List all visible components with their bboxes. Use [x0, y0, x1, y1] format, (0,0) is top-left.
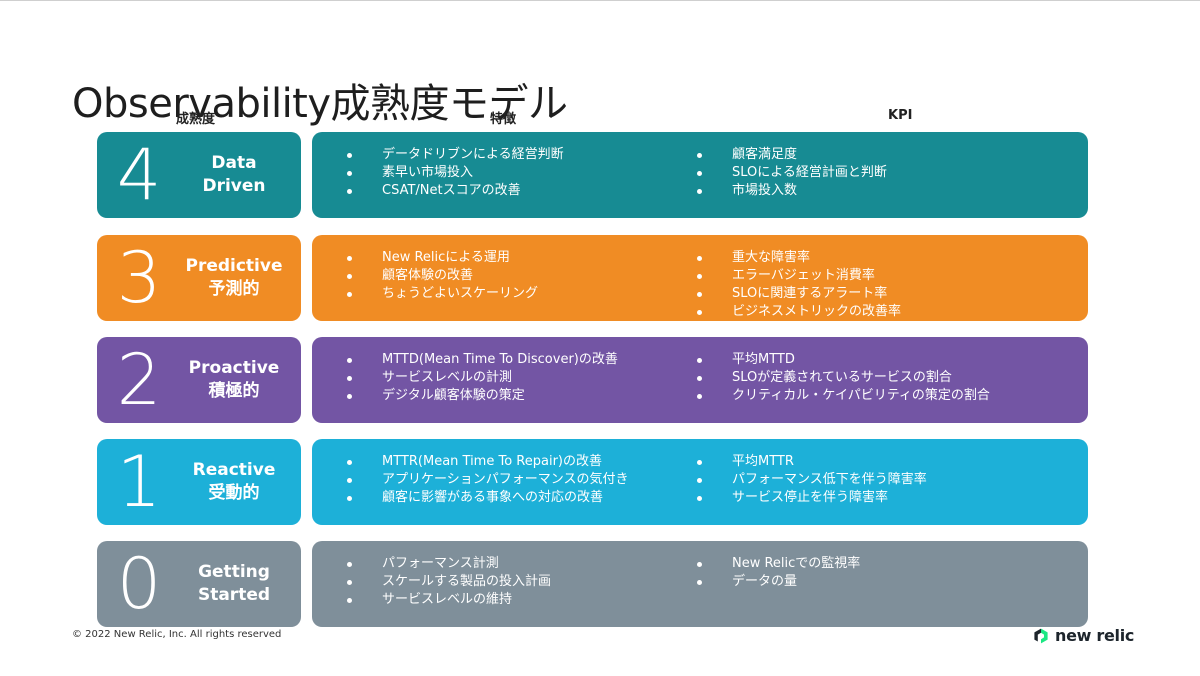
- feature-list: New Relicによる運用顧客体験の改善ちょうどよいスケーリング: [346, 249, 538, 303]
- kpi-item: 市場投入数: [696, 182, 887, 200]
- kpi-item: 平均MTTR: [696, 453, 927, 471]
- level-number: 1: [116, 441, 162, 523]
- feature-item: 顧客体験の改善: [346, 267, 538, 285]
- level-number: 3: [116, 237, 162, 319]
- feature-item: CSAT/Netスコアの改善: [346, 182, 564, 200]
- level-detail-panel: MTTR(Mean Time To Repair)の改善アプリケーションパフォー…: [312, 439, 1088, 525]
- kpi-item: SLOに関連するアラート率: [696, 285, 901, 303]
- new-relic-logo-text: new relic: [1055, 626, 1135, 645]
- level-label-line: 受動的: [208, 483, 260, 503]
- feature-item: サービスレベルの計測: [346, 369, 618, 387]
- level-badge: 2 Proactive 積極的: [97, 337, 301, 423]
- kpi-item: ビジネスメトリックの改善率: [696, 303, 901, 321]
- top-divider: [0, 0, 1200, 1]
- page-title: Observability成熟度モデル: [72, 80, 568, 127]
- column-header-level: 成熟度: [176, 112, 216, 127]
- feature-list: パフォーマンス計測スケールする製品の投入計画サービスレベルの維持: [346, 555, 551, 609]
- kpi-item: 顧客満足度: [696, 146, 887, 164]
- feature-item: MTTR(Mean Time To Repair)の改善: [346, 453, 628, 471]
- kpi-item: サービス停止を伴う障害率: [696, 489, 927, 507]
- feature-item: ちょうどよいスケーリング: [346, 285, 538, 303]
- column-header-kpi: KPI: [888, 108, 913, 123]
- level-label: Predictive 予測的: [163, 235, 305, 321]
- level-label-line: Driven: [202, 176, 266, 196]
- feature-list: MTTR(Mean Time To Repair)の改善アプリケーションパフォー…: [346, 453, 628, 507]
- level-label-line: Data: [211, 153, 257, 173]
- level-label-line: Reactive: [192, 460, 276, 480]
- feature-item: アプリケーションパフォーマンスの気付き: [346, 471, 628, 489]
- maturity-row: 3 Predictive 予測的 New Relicによる運用顧客体験の改善ちょうどよ…: [97, 235, 1088, 321]
- level-number: 0: [116, 543, 162, 625]
- kpi-item: エラーバジェット消費率: [696, 267, 901, 285]
- kpi-item: New Relicでの監視率: [696, 555, 860, 573]
- level-label-line: Started: [197, 585, 271, 605]
- kpi-list: New Relicでの監視率データの量: [696, 555, 860, 591]
- feature-item: パフォーマンス計測: [346, 555, 551, 573]
- feature-item: 顧客に影響がある事象への対応の改善: [346, 489, 628, 507]
- kpi-item: データの量: [696, 573, 860, 591]
- level-label: Proactive 積極的: [163, 337, 305, 423]
- feature-item: データドリブンによる経営判断: [346, 146, 564, 164]
- level-label-line: Proactive: [188, 358, 280, 378]
- level-detail-panel: MTTD(Mean Time To Discover)の改善サービスレベルの計測…: [312, 337, 1088, 423]
- copyright-footer: © 2022 New Relic, Inc. All rights reserv…: [72, 629, 282, 640]
- kpi-item: SLOが定義されているサービスの割合: [696, 369, 990, 387]
- kpi-item: 重大な障害率: [696, 249, 901, 267]
- level-label: Reactive 受動的: [163, 439, 305, 525]
- level-number: 2: [116, 339, 162, 421]
- level-detail-panel: New Relicによる運用顧客体験の改善ちょうどよいスケーリング 重大な障害率エ…: [312, 235, 1088, 321]
- feature-item: デジタル顧客体験の策定: [346, 387, 618, 405]
- new-relic-logo-icon: [1034, 628, 1048, 643]
- level-badge: 1 Reactive 受動的: [97, 439, 301, 525]
- level-badge: 3 Predictive 予測的: [97, 235, 301, 321]
- maturity-row: 2 Proactive 積極的 MTTD(Mean Time To Discover)…: [97, 337, 1088, 423]
- level-detail-panel: パフォーマンス計測スケールする製品の投入計画サービスレベルの維持 New Reli…: [312, 541, 1088, 627]
- maturity-row: 1 Reactive 受動的 MTTR(Mean Time To Repair)の改善…: [97, 439, 1088, 525]
- kpi-item: SLOによる経営計画と判断: [696, 164, 887, 182]
- feature-item: 素早い市場投入: [346, 164, 564, 182]
- level-label-line: 予測的: [208, 279, 260, 299]
- kpi-item: 平均MTTD: [696, 351, 990, 369]
- level-label-line: Getting: [198, 562, 270, 582]
- kpi-item: クリティカル・ケイパビリティの策定の割合: [696, 387, 990, 405]
- feature-item: サービスレベルの維持: [346, 591, 551, 609]
- level-label-line: 積極的: [208, 381, 260, 401]
- column-header-features: 特徴: [490, 112, 517, 127]
- feature-item: スケールする製品の投入計画: [346, 573, 551, 591]
- level-label-line: Predictive: [185, 256, 283, 276]
- kpi-item: パフォーマンス低下を伴う障害率: [696, 471, 927, 489]
- feature-item: MTTD(Mean Time To Discover)の改善: [346, 351, 618, 369]
- feature-list: MTTD(Mean Time To Discover)の改善サービスレベルの計測…: [346, 351, 618, 405]
- feature-item: New Relicによる運用: [346, 249, 538, 267]
- level-number: 4: [116, 134, 162, 216]
- new-relic-logo: new relic: [1033, 626, 1134, 645]
